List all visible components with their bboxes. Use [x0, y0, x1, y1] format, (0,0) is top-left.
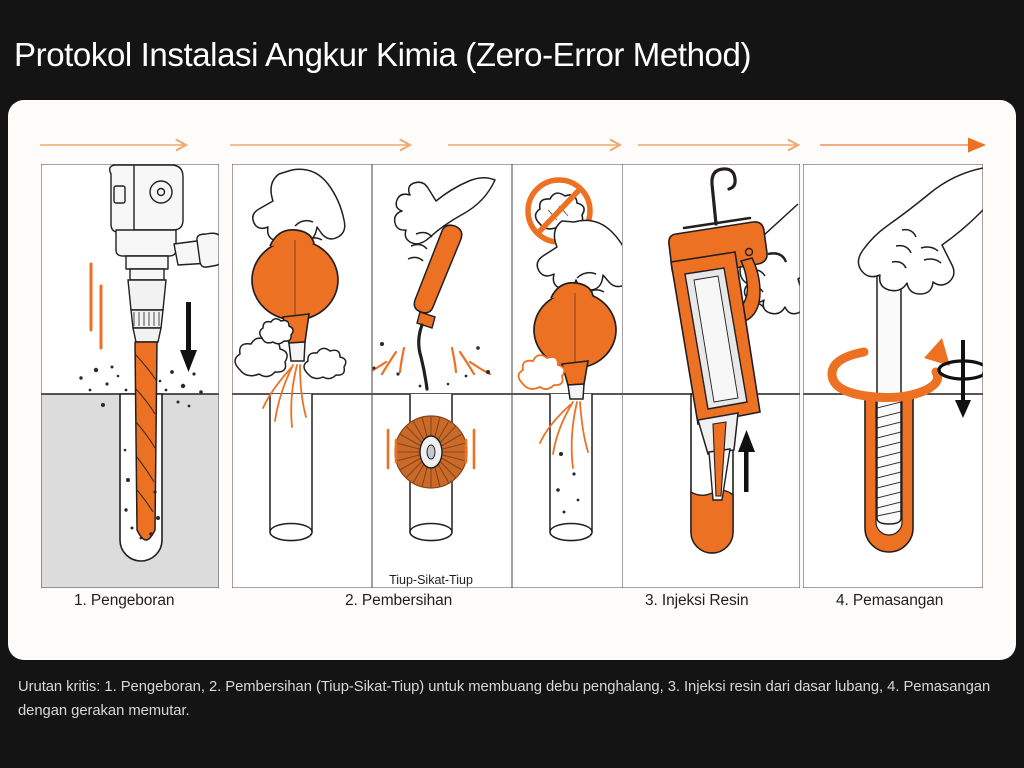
arrow-to-step-3 — [230, 138, 413, 152]
dust-particles — [79, 365, 203, 408]
resin-fill — [690, 489, 734, 554]
arrow-to-step-2 — [40, 138, 189, 152]
arrow-end-head — [968, 137, 986, 153]
threaded-anchor-rod — [873, 249, 905, 525]
caption-text: Urutan kritis: 1. Pengeboran, 2. Pembers… — [18, 679, 991, 719]
downward-press-arrow — [180, 302, 197, 372]
page-title: Protokol Instalasi Angkur Kimia (Zero-Er… — [14, 36, 752, 73]
residual-dust — [556, 452, 580, 514]
hole-dust — [123, 448, 160, 540]
panel-2b-brush — [372, 164, 512, 588]
air-stream-2c — [539, 401, 589, 469]
sub-label-tiup-sikat-tiup: Tiup-Sikat-Tiup — [389, 573, 473, 587]
scrub-motion-lines — [386, 428, 476, 470]
step-label-4: 4. Pemasangan — [836, 592, 944, 609]
mixing-nozzle — [697, 412, 739, 501]
prohibition-slash — [535, 186, 583, 236]
flow-arrow-row — [8, 134, 1016, 156]
orange-caulking-gun — [668, 167, 788, 425]
air-stream-2a — [262, 364, 307, 428]
clean-hole-2c — [549, 394, 593, 542]
rotation-arrow — [827, 338, 950, 402]
step-label-2: 2. Pembersihan — [345, 592, 453, 609]
hand-2b — [393, 177, 496, 262]
hammer-drill — [108, 164, 219, 281]
step-label-3: 3. Injeksi Resin — [645, 592, 749, 609]
orange-drill-bit — [134, 341, 158, 541]
panel-4-pemasangan — [803, 164, 983, 588]
brush-head — [394, 415, 468, 489]
arrow-to-step-4 — [448, 138, 623, 152]
upward-fill-arrow — [738, 430, 755, 492]
expelled-dust-cloud — [517, 354, 566, 390]
illustration-panels: Tiup-Sikat-Tiup — [8, 162, 1016, 592]
brush-shaft — [417, 323, 429, 391]
panel-2a-blow-first — [232, 164, 372, 588]
vibration-lines — [89, 262, 103, 350]
panel-3-injeksi-resin — [622, 164, 800, 588]
push-rotate-symbol — [937, 340, 983, 418]
hand-4 — [857, 167, 983, 295]
arrow-mid-4 — [638, 138, 801, 152]
step-label-1: 1. Pengeboran — [74, 592, 175, 609]
hole-2a — [269, 394, 313, 542]
dust-cloud-2a — [234, 318, 347, 380]
panel-1-pengeboran — [41, 164, 219, 588]
orange-blow-out-pump-2c — [533, 281, 617, 400]
brush-dust — [372, 342, 490, 388]
chuck-teeth — [133, 312, 160, 326]
diagram-card: Tiup-Sikat-Tiup 1. Pengeboran 2. Pembers… — [8, 100, 1016, 660]
orange-blow-out-pump — [251, 228, 339, 362]
drill-chuck — [127, 279, 167, 343]
step-labels-row: 1. Pengeboran 2. Pembersihan 3. Injeksi … — [8, 588, 1016, 628]
